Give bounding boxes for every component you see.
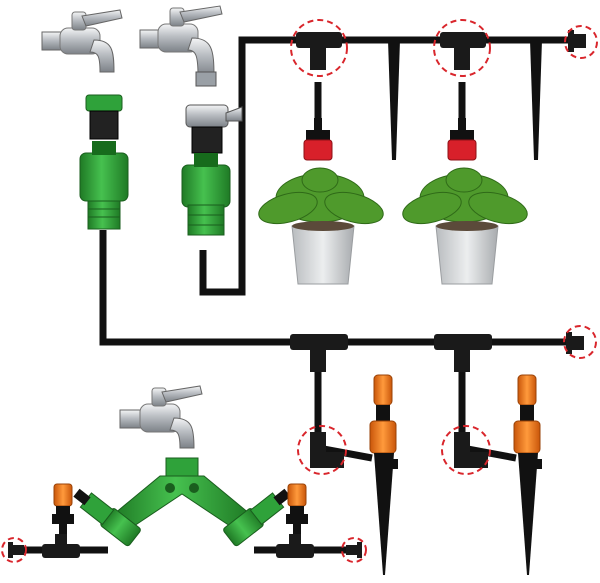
stake-icon [388,40,400,160]
adjustable-dripper-icon [303,118,333,161]
upper-drops [314,82,466,118]
quick-connector-icon [79,94,129,230]
end-plug-icon [346,542,362,558]
end-plug-icon [8,542,24,558]
highlight-circles-upper [290,19,598,77]
highlight-circle [1,537,27,563]
potted-plant-icon [258,167,384,285]
faucet-icon [119,385,203,449]
tee-connector-icon [290,334,348,372]
highlight-circle [441,425,491,475]
tee-connector-icon [42,534,80,558]
end-plug-icon [566,332,584,354]
adjustable-dripper-icon [286,483,308,538]
stake-dripper-icon [513,374,542,575]
tube-lower-loop [99,230,580,346]
quick-connector-icon [181,104,243,236]
highlight-circle [433,19,491,77]
highlight-circle [564,25,598,59]
y-splitter-icon [73,457,291,547]
stake-dripper-icon [369,374,398,575]
highlight-circle [341,537,367,563]
tee-connector-icon [434,334,492,372]
highlight-circle [290,19,348,77]
highlight-circles-lower [1,325,597,563]
end-plug-icon [568,30,586,52]
elbow-connector-icon [454,432,488,468]
tube-upper-loop [199,36,584,296]
highlight-circle [297,425,347,475]
highlight-circle [563,325,597,359]
tee-connector-icon [276,534,314,558]
stake-icon [530,40,542,160]
elbow-connector-icon [310,432,344,468]
potted-plant-icon [402,167,528,285]
faucet-icon [41,9,123,73]
faucet-icon [139,5,223,87]
adjustable-dripper-icon [52,483,74,538]
tee-connector-icon [296,32,342,70]
tee-connector-icon [440,32,486,70]
adjustable-dripper-icon [447,118,477,161]
